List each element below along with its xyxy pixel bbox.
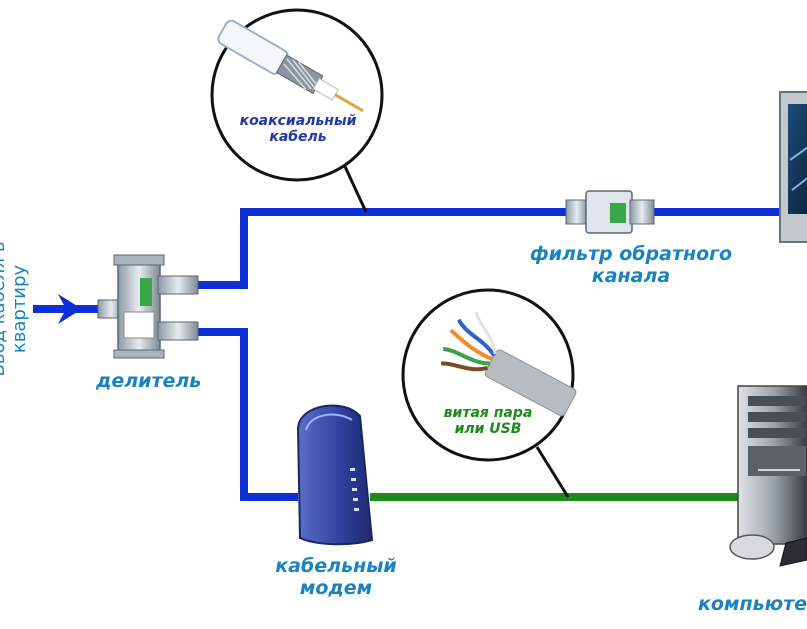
twisted-callout-pointer [535,446,570,498]
coax-cable-label: коаксиальный кабель [218,113,378,145]
coax-lines [196,208,790,501]
coax-line-to-filter [196,208,572,289]
modem-label-line2: модем [299,576,373,599]
coax-label-line1: коаксиальный [239,113,357,129]
twisted-pair-icon [401,288,577,462]
splitter-icon [97,254,199,359]
filter-icon [565,190,655,234]
modem-icon [296,404,374,546]
modem-label-line1: кабельный [275,555,397,577]
coax-label-line2: кабель [269,129,327,146]
twisted-label-line1: витая пара [443,405,533,421]
splitter-label: делитель [96,370,202,392]
coax-line-to-modem [196,328,298,501]
tv-icon [779,91,807,243]
computer-label: компьютер [698,594,807,615]
computer-icon [729,385,807,567]
coax-cable-icon [210,8,384,182]
filter-label-line1: фильтр обратного [529,243,733,265]
twisted-pair-label: витая пара или USB [408,405,568,437]
twisted-label-line2: или USB [454,421,522,438]
filter-label: фильтр обратного канала [506,243,756,288]
filter-label-line2: канала [591,264,671,287]
input-cable-label: Ввод кабеля в квартиру [0,242,30,377]
modem-label: кабельный модем [246,555,426,600]
coax-callout-pointer [340,159,368,213]
